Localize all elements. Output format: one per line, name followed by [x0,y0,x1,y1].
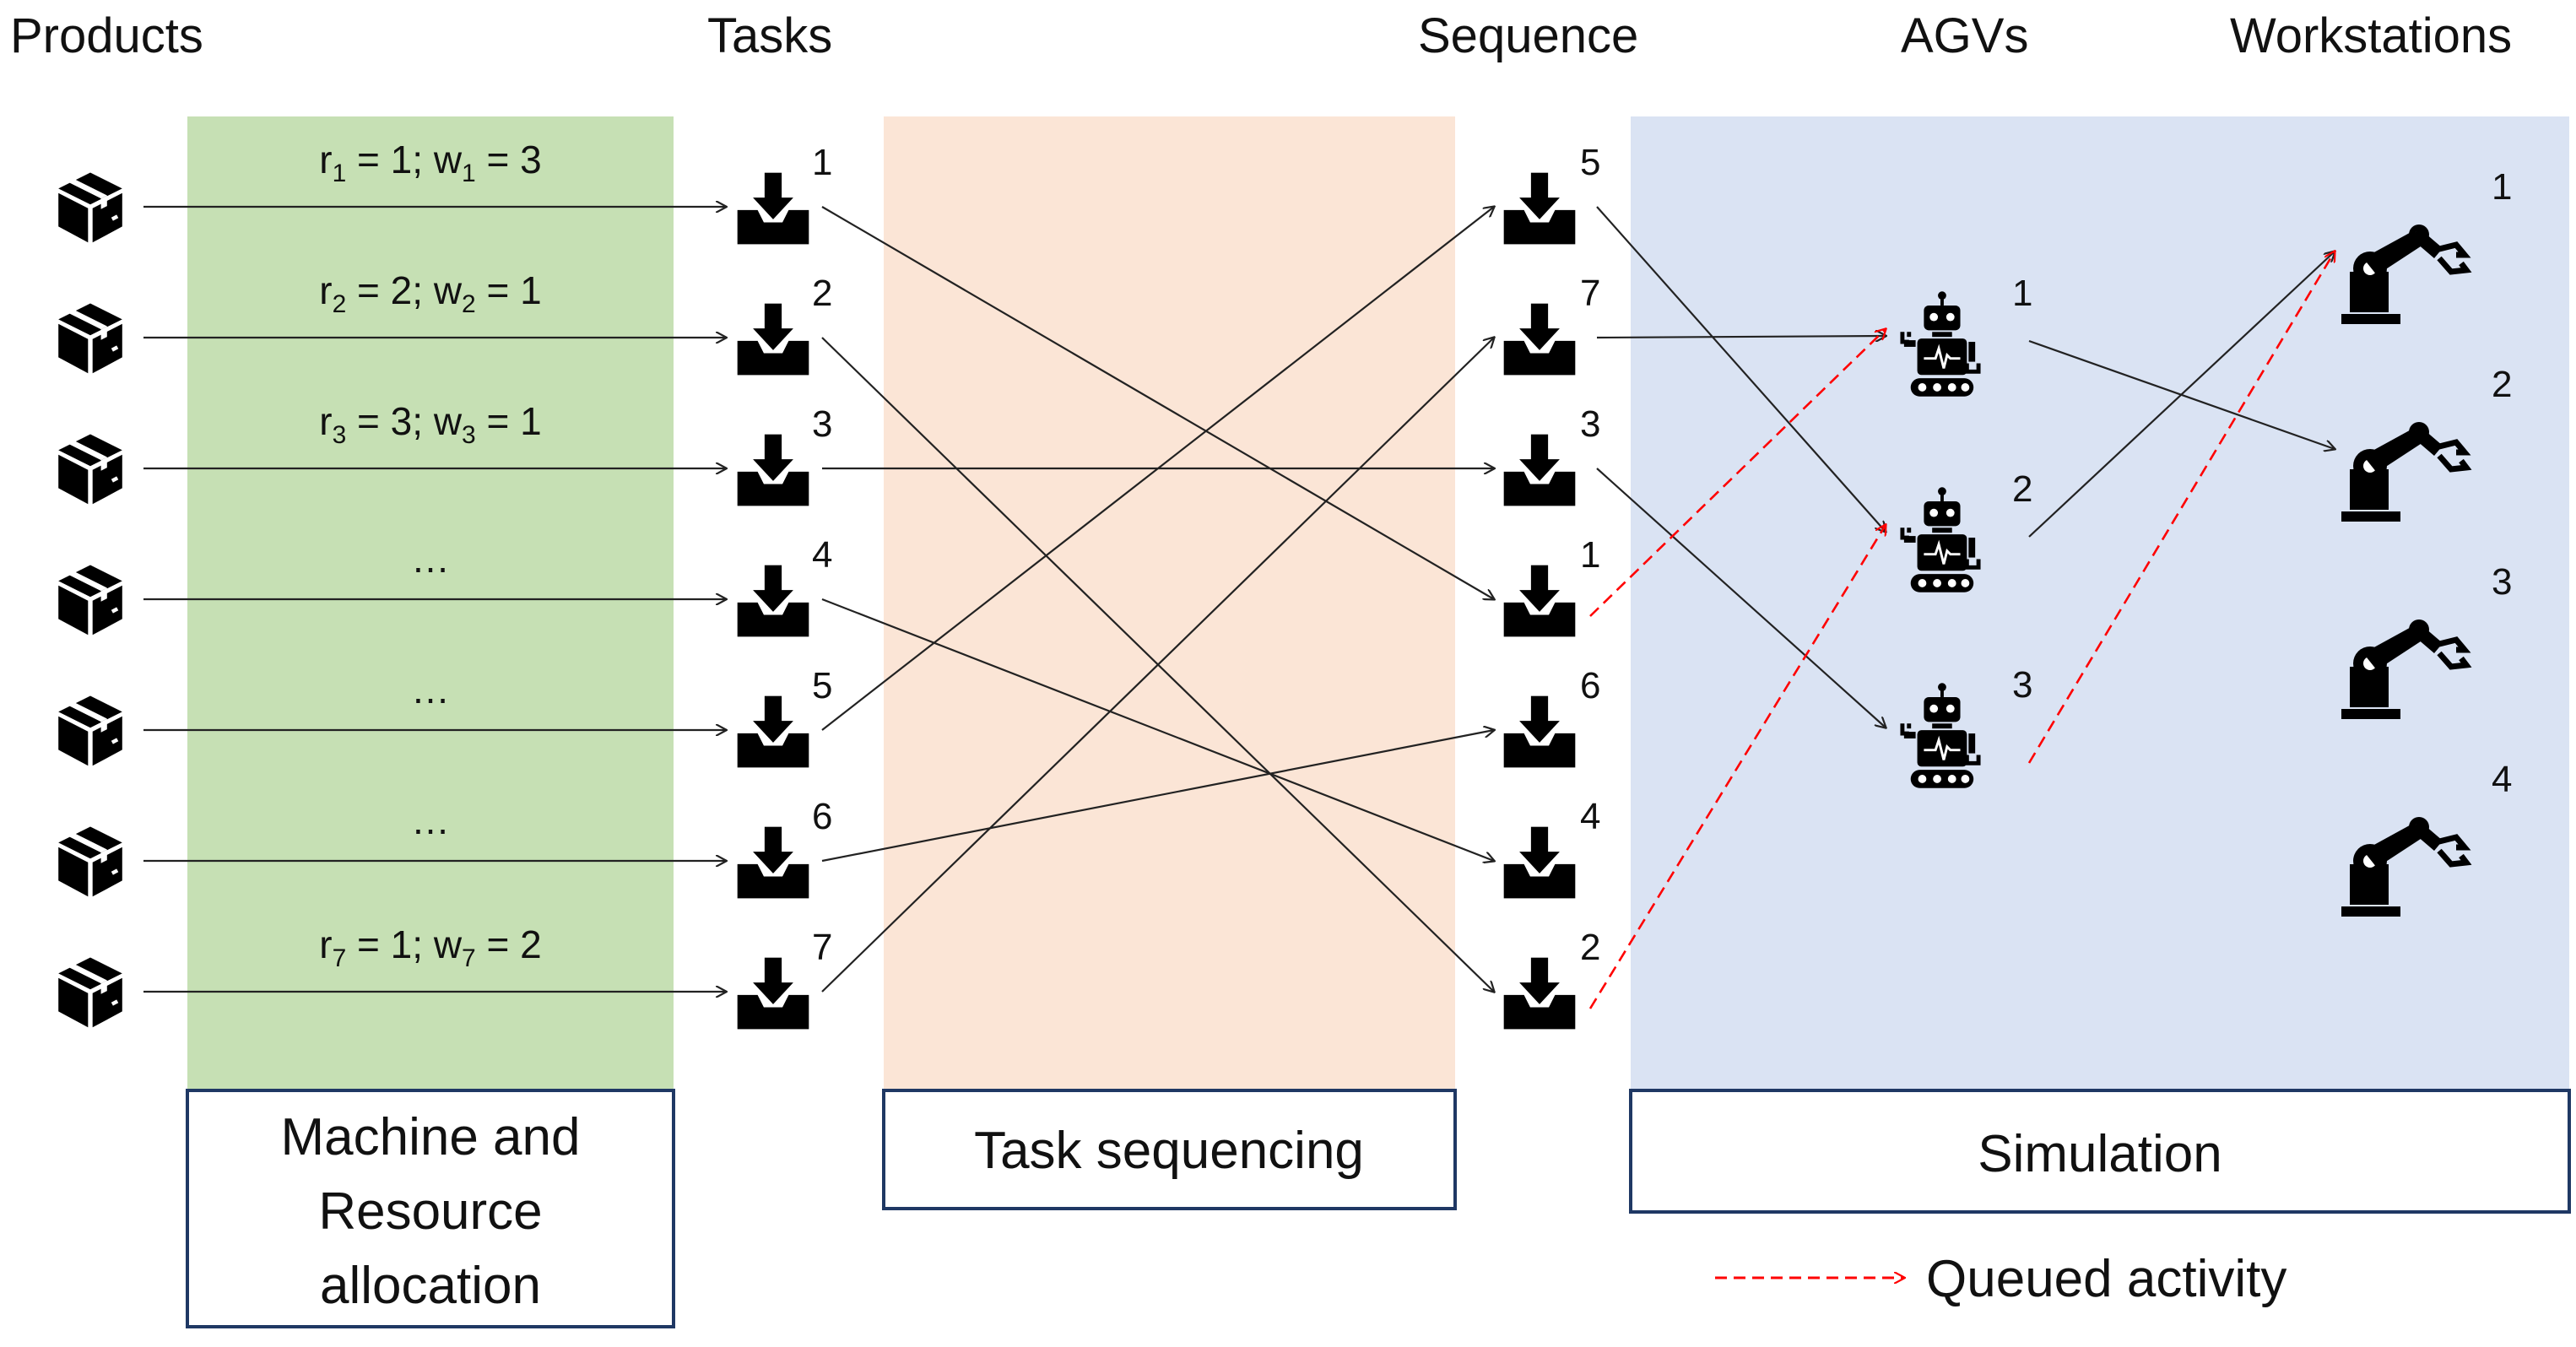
legend-queued-label: Queued activity [1926,1250,2286,1308]
stage-allocation-line-1: Machine and [280,1108,580,1166]
task-inbox-icon [737,434,809,506]
task-sequence-arrow [821,206,1494,599]
sequence-number: 1 [1580,534,1600,576]
allocation-label: r1 = 1; w1 = 3 [319,138,542,187]
sequence-number: 6 [1580,665,1600,706]
product-box-icon [58,172,122,243]
workstation-number: 3 [2492,561,2512,603]
sequence-inbox-icon [1503,826,1576,899]
allocation-label: r7 = 1; w7 = 2 [319,922,542,972]
task-inbox-icon [737,957,809,1030]
sequence-agv-arrow [1588,525,1886,1009]
stage-simulation-label: Simulation [1978,1125,2222,1183]
stage-box-simulation [1629,1089,2571,1214]
allocation-ellipsis: … [411,798,450,842]
task-number: 5 [812,665,832,706]
sequence-agv-arrow [1596,336,1886,338]
stage-sequencing-label: Task sequencing [974,1122,1364,1180]
stage-box-sequencing [882,1089,1457,1210]
sequence-number: 3 [1580,403,1600,445]
allocation-ellipsis: … [411,668,450,711]
allocation-label: r2 = 2; w2 = 1 [319,268,542,318]
task-number: 1 [812,142,832,183]
sequence-inbox-icon [1503,565,1576,637]
product-box-icon [58,957,122,1028]
task-inbox-icon [737,565,809,637]
workstation-number: 1 [2492,166,2512,208]
product-box-icon [58,565,122,636]
header-sequence: Sequence [1418,8,1638,63]
sequence-inbox-icon [1503,695,1576,768]
stage-box-allocation [186,1089,675,1328]
workstation-number: 4 [2492,759,2512,800]
product-box-icon [58,303,122,374]
task-number: 3 [812,403,832,445]
sequence-agv-arrow [1596,468,1886,728]
task-inbox-icon [737,826,809,899]
task-sequence-arrow [821,207,1494,731]
allocation-label: r3 = 3; w3 = 1 [319,399,542,449]
task-number: 6 [812,796,832,837]
task-inbox-icon [737,303,809,376]
sequencing-panel [884,116,1455,1089]
sequence-number: 2 [1580,927,1600,968]
allocation-ellipsis: … [411,537,450,581]
agv-number: 3 [2012,664,2032,706]
sequence-inbox-icon [1503,957,1576,1030]
header-workstations: Workstations [2230,8,2512,63]
product-box-icon [58,695,122,766]
agv-workstation-arrow [2028,252,2335,538]
stage-allocation-line-2: Resource [318,1182,542,1241]
task-inbox-icon [737,695,809,768]
agv-number: 2 [2012,468,2032,510]
task-number: 4 [812,534,832,576]
sequence-inbox-icon [1503,172,1576,245]
sequence-inbox-icon [1503,434,1576,506]
sequence-agv-arrow [1596,206,1886,532]
agv-workstation-arrow [2027,252,2335,764]
task-sequence-arrow [821,338,1494,993]
simulation-panel [1631,116,2569,1089]
task-sequence-arrow [821,730,1494,863]
task-number: 7 [812,927,832,968]
task-number: 2 [812,273,832,314]
header-products: Products [10,8,203,63]
allocation-panel [187,116,674,1089]
workstation-number: 2 [2492,364,2512,405]
agv-number: 1 [2012,273,2032,314]
task-inbox-icon [737,172,809,245]
product-box-icon [58,434,122,505]
sequence-number: 7 [1580,273,1600,314]
sequence-number: 5 [1580,142,1600,183]
header-agvs: AGVs [1901,8,2029,63]
sequence-inbox-icon [1503,303,1576,376]
header-tasks: Tasks [707,8,832,63]
sequence-agv-arrow [1589,329,1886,617]
product-box-icon [58,826,122,897]
stage-allocation-line-3: allocation [320,1257,541,1315]
sequence-number: 4 [1580,796,1600,837]
